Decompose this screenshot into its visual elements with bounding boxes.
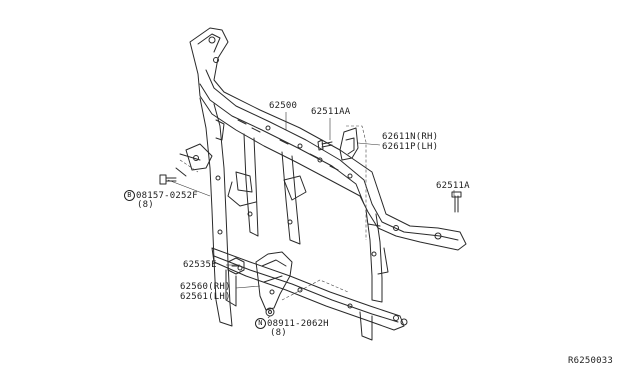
nut-symbol-icon: N [255,318,266,329]
diagram-code: R6250033 [568,356,613,366]
bolt-62511A [451,191,462,213]
label-62611N[interactable]: 62611N(RH) [382,132,439,142]
left-side-member [175,97,233,327]
label-62511A[interactable]: 62511A [436,181,470,191]
clip-part [227,257,245,275]
label-62561[interactable]: 62561(LH) [180,292,231,302]
right-side-member [365,209,389,303]
bracket-part [339,127,359,161]
label-nut-qty: (8) [270,328,287,338]
dashed-reference-lines [179,125,367,301]
label-bolt-qty: (8) [137,200,154,210]
bolt-part-number: 08157-0252F [136,191,198,201]
upper-crossmember [189,27,467,251]
label-62560[interactable]: 62560(RH) [180,282,231,292]
nut-part-number: 08911-2062H [267,319,329,329]
label-62535E[interactable]: 62535E [183,260,217,270]
center-stays [227,133,307,245]
bolt-symbol-icon: B [124,190,135,201]
bolt-62511AA [317,139,333,151]
label-62511AA[interactable]: 62511AA [311,107,351,117]
label-62500[interactable]: 62500 [269,101,298,111]
air-guide [255,251,293,311]
nut-lower-right [400,318,408,326]
bolt-08157 [159,174,177,185]
leader-lines [167,112,455,319]
label-62611P[interactable]: 62611P(LH) [382,142,439,152]
